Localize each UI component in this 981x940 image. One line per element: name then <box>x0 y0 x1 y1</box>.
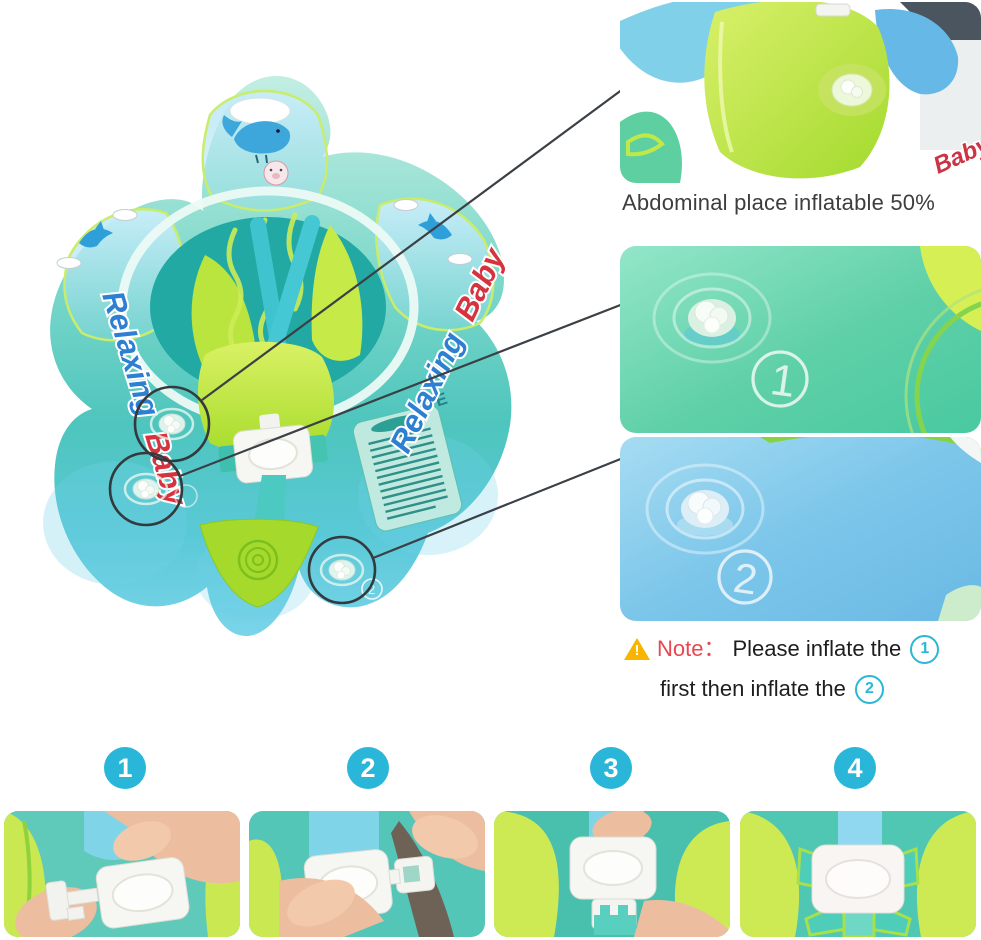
note-line-1: ! Note： Please inflate the 1 <box>624 631 980 667</box>
circled-two-icon: 2 <box>854 674 884 704</box>
note-text-2: first then inflate the <box>660 676 846 701</box>
step4-photo <box>740 811 976 937</box>
step1-photo <box>4 811 240 937</box>
inset-chamber1-photo: 1 <box>620 246 981 433</box>
step3-photo <box>494 811 730 937</box>
buckle-open <box>45 856 190 929</box>
crotch-strap <box>199 475 319 608</box>
annotation-circle-3 <box>307 535 377 605</box>
buckle-snap <box>569 836 657 935</box>
dolphin-left <box>56 209 138 269</box>
step-badge-1: 1 <box>104 747 146 789</box>
inset1-caption: Abdominal place inflatable 50% <box>622 190 935 215</box>
step-badge-3: 3 <box>590 747 632 789</box>
main-product-photo: CE Relaxing Baby Relaxing Baby <box>43 75 515 637</box>
printed-number-mark: 2 <box>361 578 383 600</box>
note-line-2: first then inflate the 2 <box>660 671 980 707</box>
inflation-note: ! Note： Please inflate the 1 first then … <box>624 631 980 707</box>
annotation-circle-2 <box>108 451 184 527</box>
buckle-closed <box>811 844 905 914</box>
step2-photo <box>249 811 485 937</box>
note-label: Note： <box>657 636 726 661</box>
circled-one-icon: 1 <box>910 634 940 664</box>
warning-icon: ! <box>624 638 650 660</box>
chamber2-valve <box>645 463 765 555</box>
step-badge-4: 4 <box>834 747 876 789</box>
inset-abdominal-photo: Baby <box>620 2 981 183</box>
note-text-1: Please inflate the <box>732 636 902 661</box>
svg-text:2: 2 <box>368 582 375 597</box>
step-badge-2: 2 <box>347 747 389 789</box>
chamber2-number: 2 <box>717 549 773 605</box>
chamber1-valve <box>652 272 772 364</box>
printed-circle-mark <box>174 484 198 508</box>
inset-chamber2-photo: 2 <box>620 437 981 621</box>
